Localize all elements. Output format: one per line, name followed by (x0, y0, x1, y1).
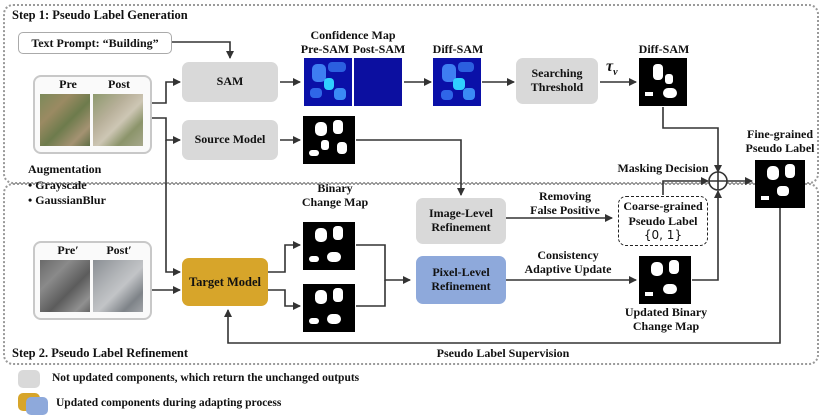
updated-binary-label: Updated Binary Change Map (624, 305, 708, 333)
masking-decision-label: Masking Decision (617, 161, 709, 175)
confidence-map-label: Confidence Map (310, 28, 396, 42)
sam-label: SAM (216, 74, 244, 89)
step2-frame (3, 183, 819, 365)
pre-aug-image (40, 260, 90, 312)
pre-label: Pre (59, 77, 77, 91)
searching-label: Searching (531, 66, 583, 81)
target-binary-map-2 (303, 284, 355, 332)
pre-aug-label: Pre′ (57, 243, 79, 257)
text-prompt-box: Text Prompt: “Building” (18, 32, 172, 54)
tau-symbol: τv (606, 58, 618, 79)
diff-sam-label-1: Diff-SAM (432, 42, 484, 56)
post-sam-map (354, 58, 402, 106)
source-binary-map (303, 116, 355, 164)
post-aug-image (93, 260, 143, 312)
step2-title: Step 2. Pseudo Label Refinement (10, 346, 191, 361)
source-model-box: Source Model (182, 120, 278, 160)
pre-sam-map (304, 58, 352, 106)
updated-binary-map (639, 256, 691, 304)
binary-change-map-label: Binary Change Map (301, 181, 369, 209)
augmentation-item-blur: • GaussianBlur (28, 193, 106, 208)
fine-grained-mask (755, 160, 805, 208)
text-prompt-label: Text Prompt: “Building” (31, 35, 159, 50)
augmentation-item-grayscale: • Grayscale (28, 177, 87, 192)
post-image (93, 94, 143, 146)
augmentation-text: Augmentation • Grayscale • GaussianBlur (28, 162, 106, 209)
fine-grained-label: Fine-grained Pseudo Label (745, 127, 815, 155)
removing-fp-label: Removing False Positive (530, 189, 600, 217)
post-aug-label: Post′ (106, 243, 132, 257)
source-model-label: Source Model (194, 132, 266, 147)
pre-image (40, 94, 90, 146)
diff-sam-binary-mask (639, 58, 687, 106)
legend-swatch-blue (26, 397, 48, 415)
legend-text-not-updated: Not updated components, which return the… (52, 372, 360, 384)
diff-sam-map (433, 58, 481, 106)
post-label: Post (108, 77, 130, 91)
image-level-refinement-box: Image-Level Refinement (416, 198, 506, 244)
legend-text-updated: Updated components during adapting proce… (56, 397, 282, 409)
coarse-pseudo-label-box: Coarse-grained Pseudo Label {0, 1} (618, 196, 708, 246)
consistency-label: Consistency Adaptive Update (524, 248, 612, 276)
pseudo-supervision-label: Pseudo Label Supervision (436, 346, 570, 360)
searching-threshold-box: Searching Threshold (516, 58, 598, 104)
pre-sam-label: Pre-SAM (300, 42, 350, 56)
sam-box: SAM (182, 62, 278, 102)
target-binary-map-1 (303, 222, 355, 270)
diff-sam-label-2: Diff-SAM (638, 42, 690, 56)
augmentation-title: Augmentation (28, 162, 102, 176)
legend-swatch-gray (18, 370, 40, 388)
threshold-label: Threshold (530, 80, 584, 94)
pixel-level-refinement-box: Pixel-Level Refinement (416, 256, 506, 304)
post-sam-label: Post-SAM (352, 42, 406, 56)
target-model-box: Target Model (182, 258, 268, 306)
step1-title: Step 1: Pseudo Label Generation (10, 8, 190, 23)
